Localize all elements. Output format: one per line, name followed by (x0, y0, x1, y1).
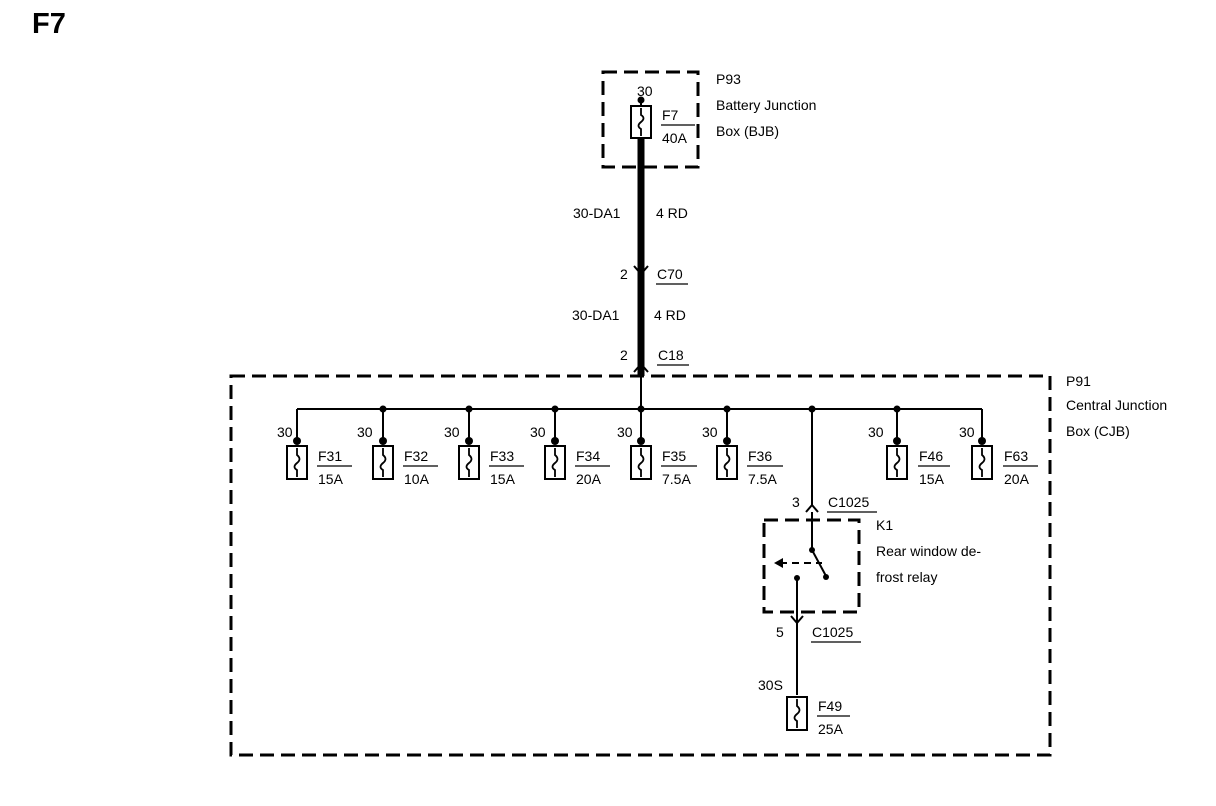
fuse-id: F31 (318, 448, 342, 464)
fuse-rating: 20A (1004, 471, 1030, 487)
cjb-name-line1: Central Junction (1066, 397, 1167, 413)
relay-pin-out: 5 (776, 624, 784, 640)
fuse-rating: 7.5A (748, 471, 777, 487)
connector-c18: 2 C18 (620, 347, 689, 373)
cjb-name-line2: Box (CJB) (1066, 423, 1130, 439)
relay-id: K1 (876, 517, 893, 533)
bjb-name-line2: Box (BJB) (716, 123, 779, 139)
relay-switch (774, 512, 829, 622)
fuse-pin: 30 (530, 424, 546, 440)
wire-upper-spec: 4 RD (656, 205, 688, 221)
fuse-id: F7 (662, 107, 679, 123)
fuse-id: F46 (919, 448, 943, 464)
relay-name-line1: Rear window de- (876, 543, 981, 559)
fuse-pin: 30S (758, 677, 783, 693)
page-title: F7 (32, 8, 66, 40)
fuse-f63: 30 F63 20A (959, 409, 1038, 487)
fuse-pin: 30 (868, 424, 884, 440)
fuse-id: F49 (818, 698, 842, 714)
fuse-f7: 30 F7 40A (630, 83, 695, 146)
connector-id: C18 (658, 347, 684, 363)
fuse-pin: 30 (444, 424, 460, 440)
fuse-rating: 20A (576, 471, 602, 487)
fuse-pin: 30 (277, 424, 293, 440)
wire-lower-circuit: 30-DA1 (572, 307, 620, 323)
fuse-rating: 10A (404, 471, 430, 487)
fuse-id: F36 (748, 448, 772, 464)
fuse-f49: 30S F49 25A (758, 677, 850, 737)
fuse-rating: 15A (318, 471, 344, 487)
fuse-f35: 30 F35 7.5A (617, 409, 697, 487)
fuse-rating: 7.5A (662, 471, 691, 487)
relay-output-connector: 5 C1025 (776, 615, 861, 643)
fuse-f31: 30 F31 15A (277, 409, 352, 487)
bjb-connector: P93 (716, 71, 741, 87)
fuse-rating: 15A (490, 471, 516, 487)
fuse-pin: 30 (637, 83, 653, 99)
connector-id: C70 (657, 266, 683, 282)
fuse-f36: 30 F36 7.5A (702, 405, 783, 487)
connector-pin: 2 (620, 347, 628, 363)
connector-c70: 2 C70 (620, 265, 688, 285)
fuse-rating: 25A (818, 721, 844, 737)
relay-arrow-icon (774, 558, 783, 568)
fuse-id: F32 (404, 448, 428, 464)
fuse-rating: 15A (919, 471, 945, 487)
fuse-rating: 40A (662, 130, 688, 146)
fuse-id: F34 (576, 448, 600, 464)
fuse-id: F63 (1004, 448, 1028, 464)
fuse-f33: 30 F33 15A (444, 405, 524, 487)
fuse-f46: 30 F46 15A (868, 405, 950, 487)
bjb-name-line1: Battery Junction (716, 97, 816, 113)
bjb-box (601, 70, 700, 169)
wire-lower-spec: 4 RD (654, 307, 686, 323)
fuse-id: F33 (490, 448, 514, 464)
relay-input-connector: 3 C1025 (792, 494, 877, 513)
fuse-pin: 30 (617, 424, 633, 440)
cjb-connector: P91 (1066, 373, 1091, 389)
relay-pin-in: 3 (792, 494, 800, 510)
fuse-f32: 30 F32 10A (357, 405, 438, 487)
fuse-pin: 30 (702, 424, 718, 440)
relay-conn-out: C1025 (812, 624, 853, 640)
relay-conn-in: C1025 (828, 494, 869, 510)
fuse-pin: 30 (357, 424, 373, 440)
fuse-f34: 30 F34 20A (530, 405, 610, 487)
fuse-id: F35 (662, 448, 686, 464)
relay-name-line2: frost relay (876, 569, 937, 585)
connector-pin: 2 (620, 266, 628, 282)
fuse-pin: 30 (959, 424, 975, 440)
wire-upper-circuit: 30-DA1 (573, 205, 621, 221)
